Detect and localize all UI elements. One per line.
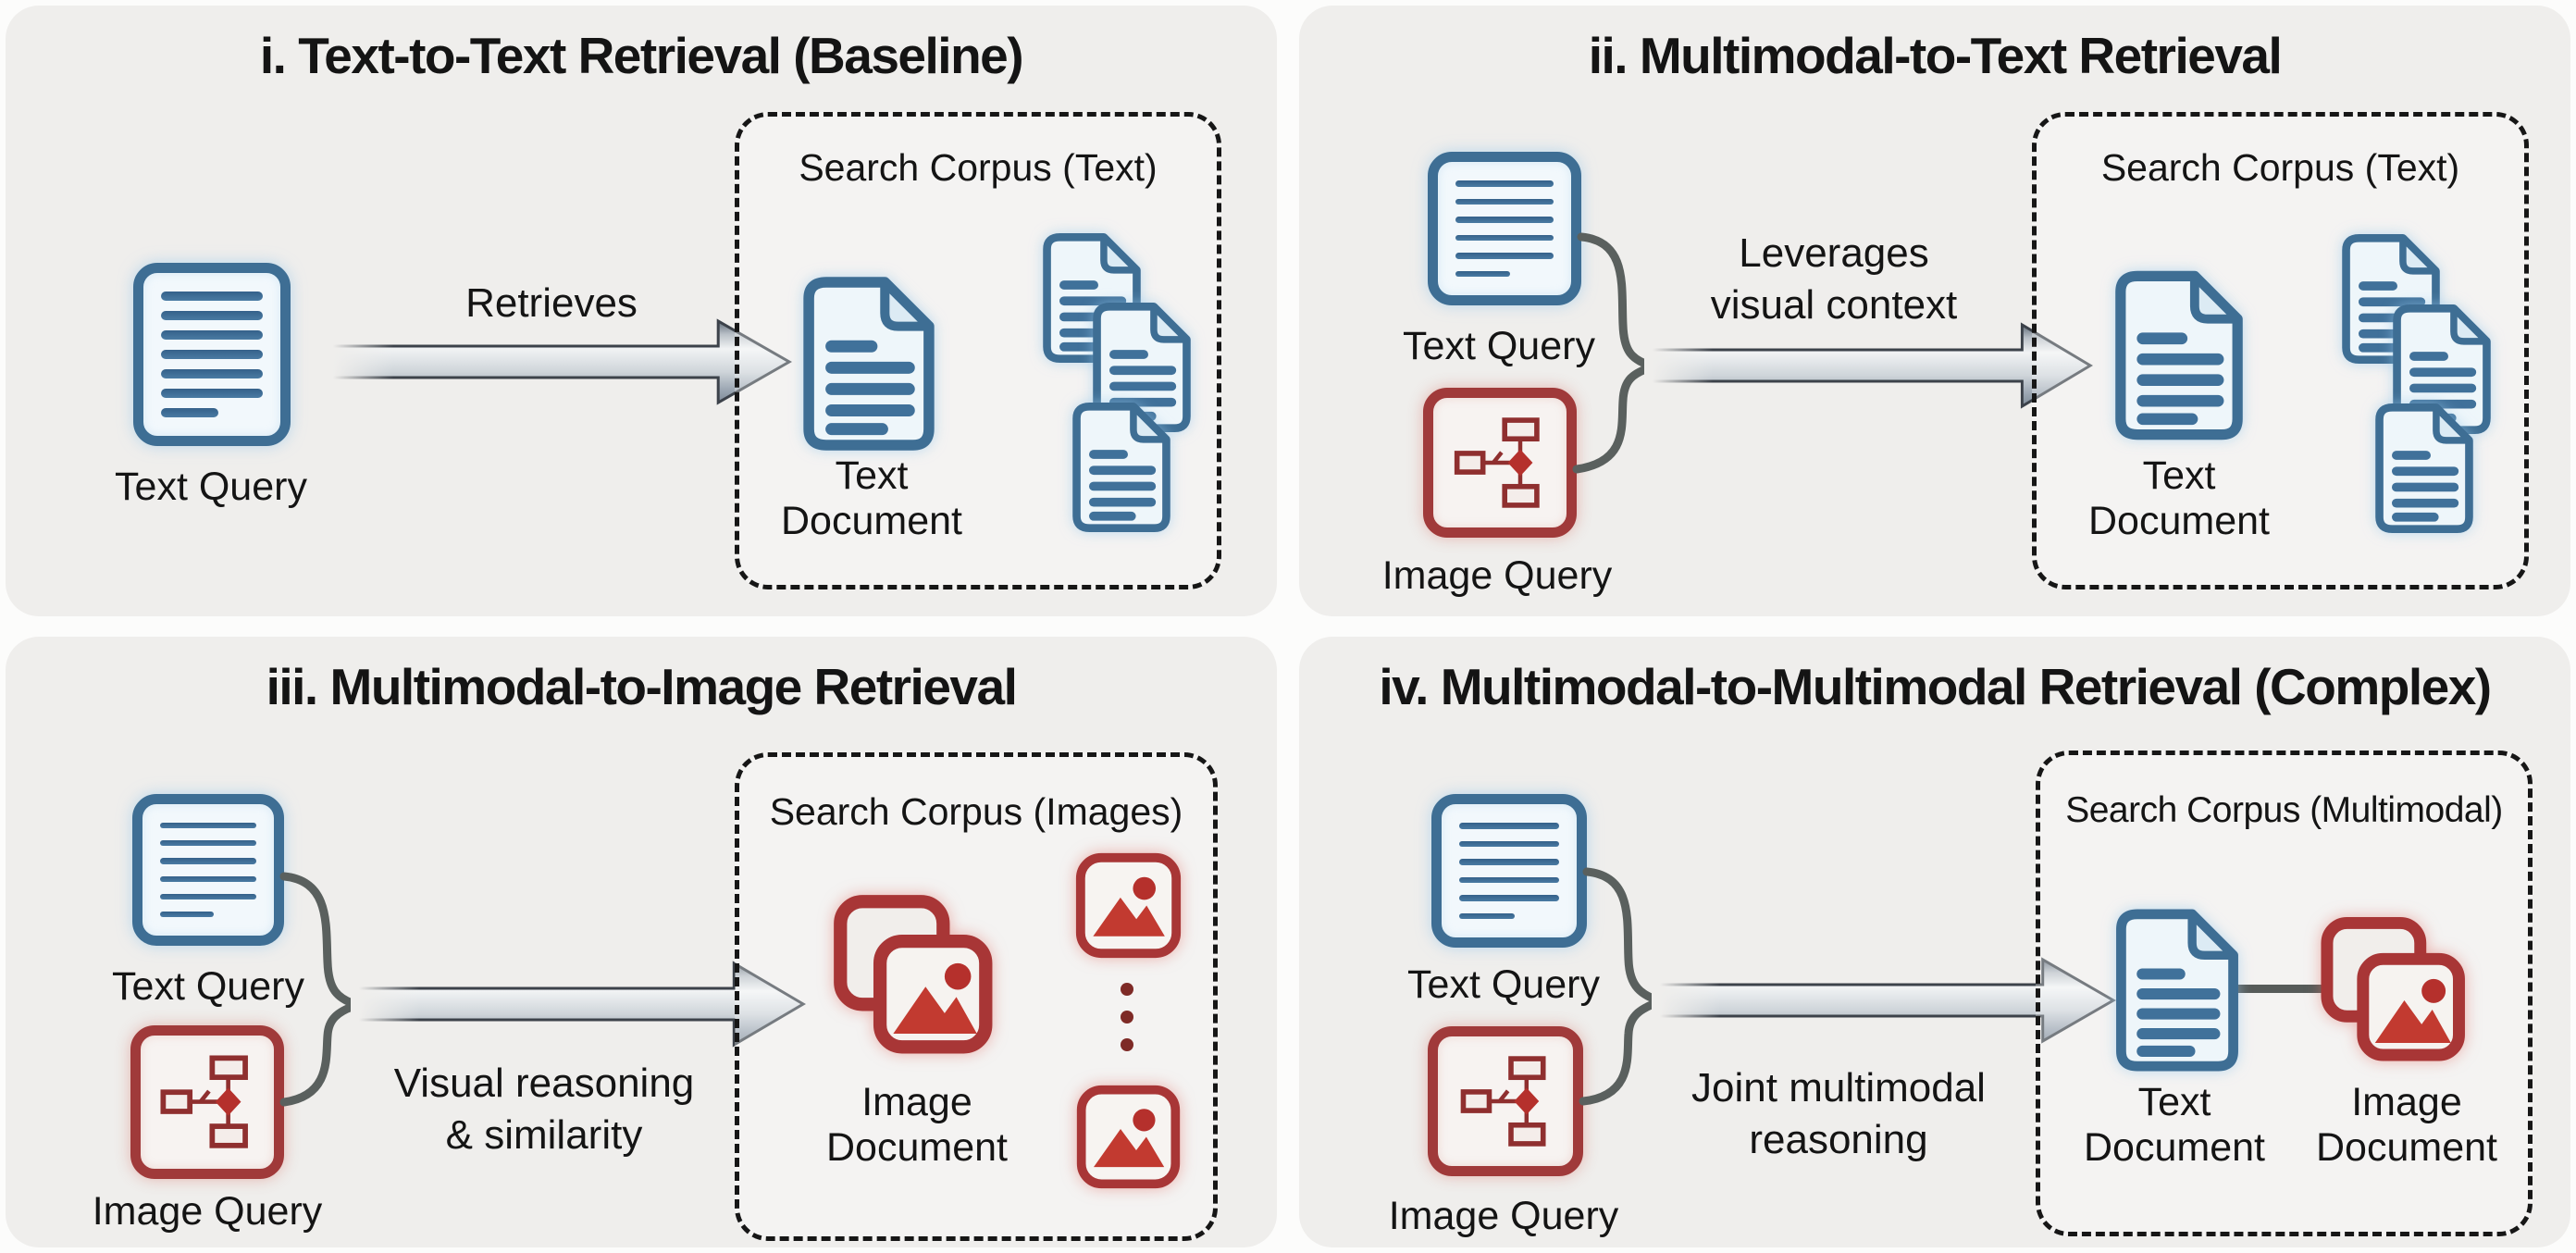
retrieves-arrow-icon: [325, 317, 792, 406]
panel-title: i. Text-to-Text Retrieval (Baseline): [259, 27, 1024, 84]
panel-text-to-text: i. Text-to-Text Retrieval (Baseline) Tex…: [6, 6, 1277, 616]
text-document-label: Text Document: [2084, 1080, 2265, 1170]
panel-multimodal-to-multimodal: iv. Multimodal-to-Multimodal Retrieval (…: [1299, 637, 2570, 1247]
image-icon: [1072, 1081, 1184, 1193]
retrieves-arrow-icon: [1652, 956, 2116, 1045]
text-query-label: Text Query: [1403, 324, 1595, 368]
text-query-icon: [133, 263, 291, 446]
search-corpus-title: Search Corpus (Multimodal): [2065, 790, 2503, 830]
image-query-label: Image Query: [92, 1189, 323, 1234]
text-document-icon: [2112, 906, 2242, 1074]
text-document-icon: [2112, 265, 2247, 446]
document-icon: [2372, 399, 2476, 538]
image-query-icon: [1428, 1026, 1583, 1176]
panel-title: ii. Multimodal-to-Text Retrieval: [1588, 27, 2283, 84]
doc-image-link-line: [2232, 985, 2324, 993]
retrieves-arrow-icon: [351, 960, 806, 1048]
text-document-icon: [799, 274, 938, 453]
document-icon: [1070, 398, 1173, 537]
text-query-icon: [1431, 794, 1587, 948]
panel-title: iii. Multimodal-to-Image Retrieval: [266, 658, 1018, 715]
image-document-label: Image Document: [826, 1080, 1008, 1170]
text-query-icon: [1428, 152, 1581, 305]
arrow-label: Leverages visual context: [1710, 230, 1958, 328]
retrieves-arrow-icon: [1644, 321, 2093, 410]
text-query-label: Text Query: [1407, 962, 1600, 1007]
search-corpus-title: Search Corpus (Images): [769, 790, 1183, 833]
image-document-icon: [2315, 901, 2470, 1075]
text-query-label: Text Query: [115, 465, 307, 509]
text-query-icon: [132, 794, 284, 946]
image-query-icon: [1423, 388, 1577, 538]
image-document-icon: [827, 885, 997, 1062]
arrow-label: Joint multimodal reasoning: [1691, 1065, 1986, 1162]
panel-title: iv. Multimodal-to-Multimodal Retrieval (…: [1379, 658, 2492, 715]
image-document-label: Image Document: [2316, 1080, 2497, 1170]
image-icon: [1071, 849, 1185, 962]
arrow-label: Retrieves: [465, 280, 638, 326]
ellipsis-dots: [1121, 983, 1133, 1051]
arrow-label: Visual reasoning & similarity: [393, 1061, 695, 1158]
image-query-label: Image Query: [1381, 553, 1613, 598]
image-query-icon: [130, 1025, 284, 1179]
text-document-label: Text Document: [781, 453, 962, 543]
panel-multimodal-to-image: iii. Multimodal-to-Image Retrieval Text …: [6, 637, 1277, 1247]
image-query-label: Image Query: [1388, 1194, 1619, 1238]
search-corpus-title: Search Corpus (Text): [799, 146, 1158, 189]
text-document-label: Text Document: [2088, 453, 2270, 543]
search-corpus-title: Search Corpus (Text): [2100, 146, 2460, 189]
panel-multimodal-to-text: ii. Multimodal-to-Text Retrieval Text Qu…: [1299, 6, 2570, 616]
text-query-label: Text Query: [112, 964, 304, 1009]
